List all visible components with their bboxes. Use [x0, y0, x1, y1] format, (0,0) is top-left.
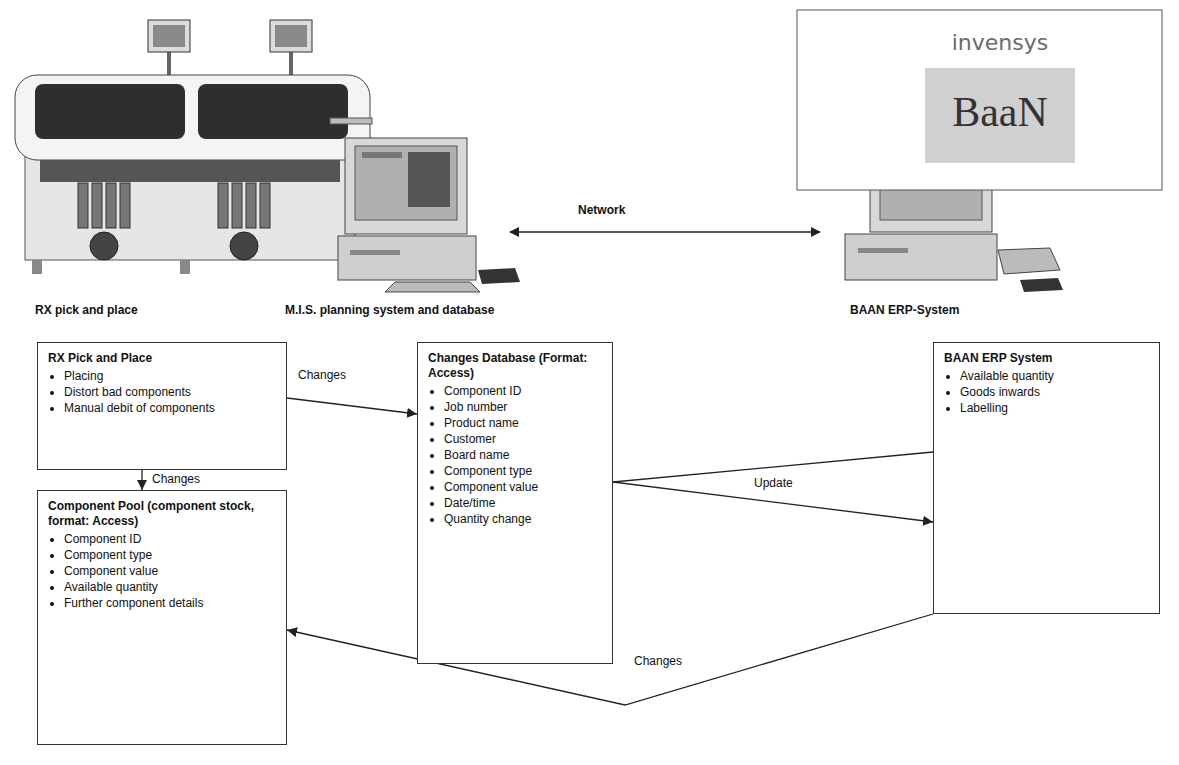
connector-label: Changes [150, 472, 202, 486]
machine-monitor [148, 20, 190, 52]
machine-frame [15, 75, 370, 160]
box-heading: BAAN ERP System [944, 351, 1149, 366]
database-box: Changes Database (Format: Access)Compone… [417, 342, 613, 664]
machine-cover [198, 84, 348, 139]
bullet-item: Component type [64, 547, 276, 563]
computer-case [338, 236, 476, 280]
machine-cabinet [25, 150, 355, 260]
bullet-item: Goods inwards [960, 384, 1149, 400]
bullet-item: Job number [444, 399, 602, 415]
printer [998, 248, 1060, 274]
bullet-item: Date/time [444, 495, 602, 511]
caption-label: RX pick and place [35, 303, 138, 317]
bullet-item: Customer [444, 431, 602, 447]
bullet-item: Component ID [64, 531, 276, 547]
bullet-item: Component value [444, 479, 602, 495]
feeder [106, 183, 116, 228]
baan-screen [797, 10, 1162, 190]
stock-box: Component Pool (component stock, format:… [37, 490, 287, 745]
bullet-item: Labelling [960, 400, 1149, 416]
component-reel [230, 232, 258, 260]
machine-leg [32, 260, 42, 274]
computer-screen [355, 146, 457, 220]
connector-label: Update [752, 476, 795, 490]
flow-connector [141, 470, 142, 490]
machine-screen [275, 25, 307, 47]
bullet-item: Product name [444, 415, 602, 431]
machine-screen [153, 25, 185, 47]
feeder [78, 183, 88, 228]
computer-monitor [345, 138, 467, 234]
bullet-item: Placing [64, 368, 276, 384]
feeder [218, 183, 228, 228]
conveyor-tray [330, 118, 372, 124]
pick-and-place-machine [15, 20, 372, 274]
bullet-item: Further component details [64, 595, 276, 611]
logo-text: BaaN [925, 88, 1075, 136]
machine-front-panel [40, 160, 340, 182]
bullet-list: PlacingDistort bad componentsManual debi… [48, 368, 276, 416]
machine-cover [35, 84, 185, 139]
bullet-item: Board name [444, 447, 602, 463]
screen-window [408, 152, 450, 207]
caption-label: M.I.S. planning system and database [285, 303, 494, 317]
machine-box: RX Pick and PlacePlacingDistort bad comp… [37, 342, 287, 470]
box-heading: RX Pick and Place [48, 351, 276, 366]
flow-connector [287, 398, 417, 414]
feeder [260, 183, 270, 228]
disk-slot [350, 250, 400, 255]
baan-logo-box [925, 68, 1075, 163]
bullet-list: Component IDJob numberProduct nameCustom… [428, 383, 602, 527]
bullet-item: Component ID [444, 383, 602, 399]
mis-computer [338, 138, 520, 292]
mouse-pad [1020, 278, 1063, 292]
erp-box: BAAN ERP SystemAvailable quantityGoods i… [933, 342, 1160, 614]
computer-case [845, 234, 997, 280]
feeder [92, 183, 102, 228]
machine-monitor [270, 20, 312, 52]
machine-leg [180, 260, 190, 274]
feeder [246, 183, 256, 228]
keyboard [385, 282, 480, 292]
screen-bar [362, 152, 402, 158]
component-reel [90, 232, 118, 260]
bullet-item: Distort bad components [64, 384, 276, 400]
feeder [232, 183, 242, 228]
connector-label: Changes [296, 368, 348, 382]
box-heading: Component Pool (component stock, format:… [48, 499, 276, 529]
bullet-item: Available quantity [64, 579, 276, 595]
bullet-item: Component type [444, 463, 602, 479]
bullet-list: Available quantityGoods inwardsLabelling [944, 368, 1149, 416]
bullet-item: Manual debit of components [64, 400, 276, 416]
network-label: Network [578, 203, 625, 217]
feeder [120, 183, 130, 228]
caption-label: BAAN ERP-System [850, 303, 959, 317]
connector-label: Changes [632, 654, 684, 668]
bullet-item: Component value [64, 563, 276, 579]
network-arrow [510, 231, 820, 233]
bullet-item: Quantity change [444, 511, 602, 527]
mouse-pad [478, 268, 520, 284]
box-heading: Changes Database (Format: Access) [428, 351, 602, 381]
bullet-item: Available quantity [960, 368, 1149, 384]
logo-text: invensys [925, 30, 1075, 55]
bullet-list: Component IDComponent typeComponent valu… [48, 531, 276, 611]
disk-slot [858, 248, 908, 253]
